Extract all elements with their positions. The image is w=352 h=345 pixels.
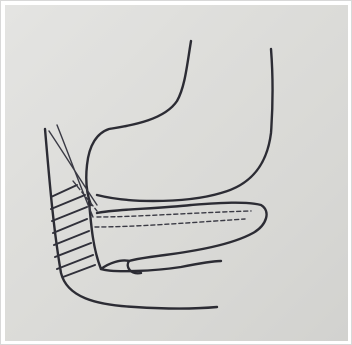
stomach-outer-curve [86, 41, 191, 205]
stomach-inner-curve [97, 49, 273, 201]
pancreatic-duct-upper [97, 211, 251, 217]
pancreas-lower [101, 260, 129, 269]
duodenum-loop [45, 129, 217, 309]
anatomical-sketch [5, 5, 348, 341]
pancreatic-duct-lower [95, 219, 245, 227]
